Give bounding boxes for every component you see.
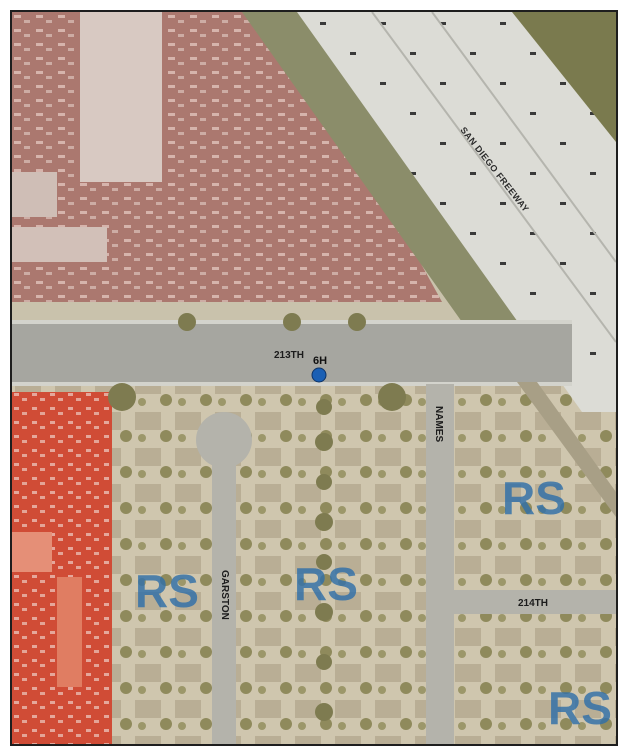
- cul-de-sac: [196, 412, 252, 468]
- zone-label-rs: RS: [502, 472, 566, 524]
- commercial-building-2: [12, 532, 52, 572]
- residential-area: [12, 372, 616, 744]
- aerial-map[interactable]: SAN DIEGO FREEWAY 213TH GARSTON NAMES 21…: [12, 12, 616, 744]
- street-label-213th: 213TH: [274, 350, 304, 361]
- street-214th: [454, 590, 616, 614]
- freeway-lane-line: [371, 12, 616, 343]
- marker-6h[interactable]: [311, 367, 327, 383]
- street-names: [426, 384, 454, 744]
- tree-row: [108, 313, 406, 721]
- street-label-names: NAMES: [433, 406, 444, 442]
- street-garston: [212, 452, 236, 744]
- industrial-building-3: [12, 172, 57, 217]
- industrial-building: [80, 12, 162, 182]
- street-label-214th: 214TH: [518, 598, 548, 609]
- drainage-channel: [517, 382, 616, 517]
- industrial-building-2: [12, 227, 107, 262]
- zone-label-rs: RS: [548, 682, 612, 734]
- marker-label: 6H: [313, 355, 327, 367]
- commercial-building: [57, 577, 82, 687]
- sidewalk: [12, 382, 572, 386]
- map-frame: SAN DIEGO FREEWAY 213TH GARSTON NAMES 21…: [10, 10, 618, 746]
- landscape-strip: [242, 12, 532, 322]
- street-label-garston: GARSTON: [219, 570, 230, 620]
- san-diego-freeway: [297, 12, 616, 412]
- street-213th: [12, 324, 572, 382]
- zone-label-rs: RS: [294, 558, 358, 610]
- freeway-east-shoulder: [512, 12, 616, 142]
- freeway-lane-line: [431, 12, 616, 263]
- zone-label-rs: RS: [135, 565, 199, 617]
